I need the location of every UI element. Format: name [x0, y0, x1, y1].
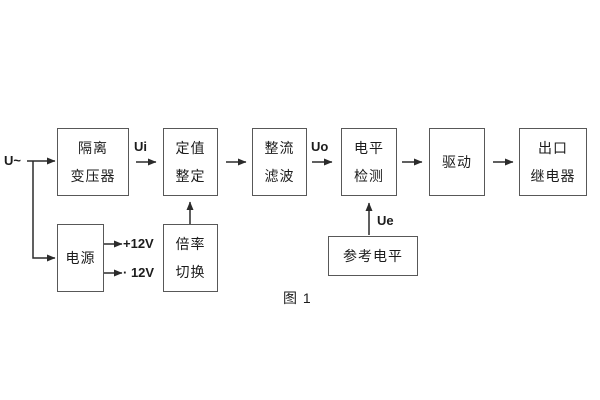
- signal-label-uo: Uo: [311, 139, 329, 154]
- block-label-line: 电平: [354, 140, 384, 156]
- block-label-line: 滤波: [264, 168, 295, 184]
- block-label-line: 参考电平: [343, 248, 403, 264]
- block-label-line: 电源: [65, 250, 96, 266]
- block-label-line: 继电器: [530, 168, 576, 184]
- block-level-detection: 电平 检测: [341, 128, 397, 196]
- signal-label-ui: Ui: [134, 139, 147, 154]
- block-label-line: 整定: [175, 168, 206, 184]
- signal-label-minus12v: · 12V: [123, 265, 155, 280]
- block-label-line: 驱动: [442, 154, 472, 170]
- block-label-line: 变压器: [70, 168, 116, 184]
- signal-label-plus12v: +12V: [123, 236, 154, 251]
- block-label-line: 定值: [175, 140, 206, 156]
- block-isolation-transformer: 隔离 变压器: [57, 128, 129, 196]
- block-label-line: 整流: [264, 140, 295, 156]
- wire-input-to-power: [32, 161, 56, 262]
- signal-label-input: U~: [4, 153, 21, 168]
- block-drive: 驱动: [429, 128, 485, 196]
- block-reference-level: 参考电平: [328, 236, 418, 276]
- signal-label-ue: Ue: [377, 213, 394, 228]
- block-ratio-switch: 倍率 切换: [163, 224, 218, 292]
- block-label-line: 隔离: [78, 140, 108, 156]
- block-power-supply: 电源: [57, 224, 104, 292]
- block-label-line: 检测: [354, 168, 384, 184]
- block-rectifier-filter: 整流 滤波: [252, 128, 307, 196]
- block-setting: 定值 整定: [163, 128, 218, 196]
- block-label-line: 出口: [538, 140, 568, 156]
- block-label-line: 切换: [175, 264, 206, 280]
- block-label-line: 倍率: [175, 236, 206, 252]
- figure-caption: 图 1: [283, 290, 312, 306]
- block-output-relay: 出口 继电器: [519, 128, 587, 196]
